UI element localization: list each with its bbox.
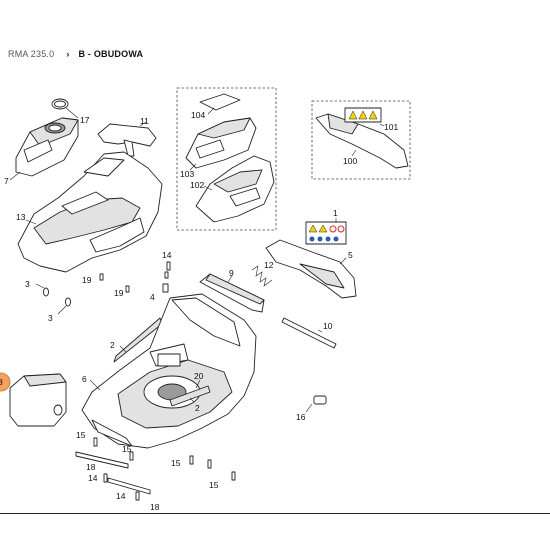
- callout-9[interactable]: 9: [229, 268, 234, 278]
- part-1-safety-label[interactable]: [305, 221, 347, 245]
- callout-14-lower[interactable]: 14: [116, 491, 126, 501]
- breadcrumb-current-section: B - OBUDOWA: [78, 49, 144, 59]
- callout-7[interactable]: 7: [4, 176, 9, 186]
- part-104-label[interactable]: [199, 93, 241, 111]
- callout-20[interactable]: 20: [194, 371, 204, 381]
- part-15-screw-b[interactable]: [129, 451, 134, 461]
- callout-19-right[interactable]: 19: [114, 288, 124, 298]
- callout-15-d[interactable]: 15: [209, 480, 219, 490]
- part-13-upper-housing[interactable]: [17, 151, 163, 273]
- callout-15-a[interactable]: 15: [76, 430, 86, 440]
- part-16-plug[interactable]: [313, 395, 327, 405]
- part-14-screw-lower-a[interactable]: [103, 473, 108, 483]
- callout-15-c[interactable]: 15: [171, 458, 181, 468]
- part-4-pin[interactable]: [162, 283, 169, 293]
- part-3-cap-lower[interactable]: [65, 297, 71, 307]
- callout-18-upper[interactable]: 18: [86, 462, 96, 472]
- callout-13[interactable]: 13: [16, 212, 26, 222]
- part-12-spring[interactable]: [251, 265, 273, 287]
- part-15-screw-c[interactable]: [189, 455, 194, 465]
- bottom-divider: [0, 513, 550, 514]
- callout-12[interactable]: 12: [264, 260, 274, 270]
- part-15-screw-e[interactable]: [207, 459, 212, 469]
- callout-15-b[interactable]: 15: [122, 444, 132, 454]
- callout-104[interactable]: 104: [191, 110, 205, 120]
- part-15-screw-a[interactable]: [93, 437, 98, 447]
- callout-8[interactable]: 8: [0, 377, 3, 387]
- callout-101[interactable]: 101: [384, 122, 398, 132]
- part-19-screw-right[interactable]: [125, 285, 130, 293]
- part-14-screw-upper[interactable]: [164, 261, 171, 279]
- part-5-chute-flap[interactable]: [265, 239, 357, 299]
- callout-4[interactable]: 4: [150, 292, 155, 302]
- callout-2-lower[interactable]: 2: [195, 403, 200, 413]
- callout-100[interactable]: 100: [343, 156, 357, 166]
- part-19-screw-left[interactable]: [99, 273, 104, 281]
- part-103-cover[interactable]: [185, 117, 257, 169]
- callout-11[interactable]: 11: [140, 116, 149, 126]
- part-15-screw-d[interactable]: [231, 471, 236, 481]
- part-18-wheel-spacer-upper[interactable]: [75, 451, 129, 469]
- part-17-seal-ring[interactable]: [51, 98, 69, 110]
- part-18-wheel-spacer-lower[interactable]: [107, 477, 151, 495]
- part-14-screw-lower-b[interactable]: [135, 491, 140, 501]
- option-box-battery-cover: [176, 87, 277, 231]
- part-7-battery-cover[interactable]: [15, 117, 79, 177]
- callout-14-middle[interactable]: 14: [88, 473, 98, 483]
- breadcrumb: RMA 235.0 › B - OBUDOWA: [8, 46, 143, 62]
- callout-1[interactable]: 1: [333, 208, 338, 218]
- option-box-mulch-kit: [311, 100, 411, 180]
- part-101-warning-label[interactable]: [344, 107, 382, 123]
- part-9-hinge-rail[interactable]: [199, 273, 265, 313]
- part-8-battery[interactable]: [9, 373, 67, 427]
- callout-3-upper[interactable]: 3: [25, 279, 30, 289]
- callout-103[interactable]: 103: [180, 169, 194, 179]
- callout-18-lower[interactable]: 18: [150, 502, 160, 512]
- callout-10[interactable]: 10: [323, 321, 333, 331]
- part-20-guide[interactable]: [169, 385, 211, 407]
- callout-14-upper[interactable]: 14: [162, 250, 172, 260]
- part-102-housing[interactable]: [195, 155, 275, 223]
- part-10-rod[interactable]: [281, 317, 337, 349]
- callout-3-lower[interactable]: 3: [48, 313, 53, 323]
- callout-102[interactable]: 102: [190, 180, 204, 190]
- part-3-cap-upper[interactable]: [43, 287, 49, 297]
- callout-6[interactable]: 6: [82, 374, 87, 384]
- breadcrumb-model[interactable]: RMA 235.0: [8, 49, 55, 59]
- callout-17[interactable]: 17: [80, 115, 90, 125]
- callout-5[interactable]: 5: [348, 250, 353, 260]
- highlight-badge: [0, 372, 11, 392]
- part-6-chassis[interactable]: [81, 293, 257, 449]
- chevron-right-icon: ›: [66, 49, 70, 59]
- part-11-bracket[interactable]: [97, 123, 157, 157]
- part-2-rod-upper[interactable]: [113, 317, 163, 363]
- callout-19-left[interactable]: 19: [82, 275, 92, 285]
- callout-16[interactable]: 16: [296, 412, 306, 422]
- callout-2-upper[interactable]: 2: [110, 340, 115, 350]
